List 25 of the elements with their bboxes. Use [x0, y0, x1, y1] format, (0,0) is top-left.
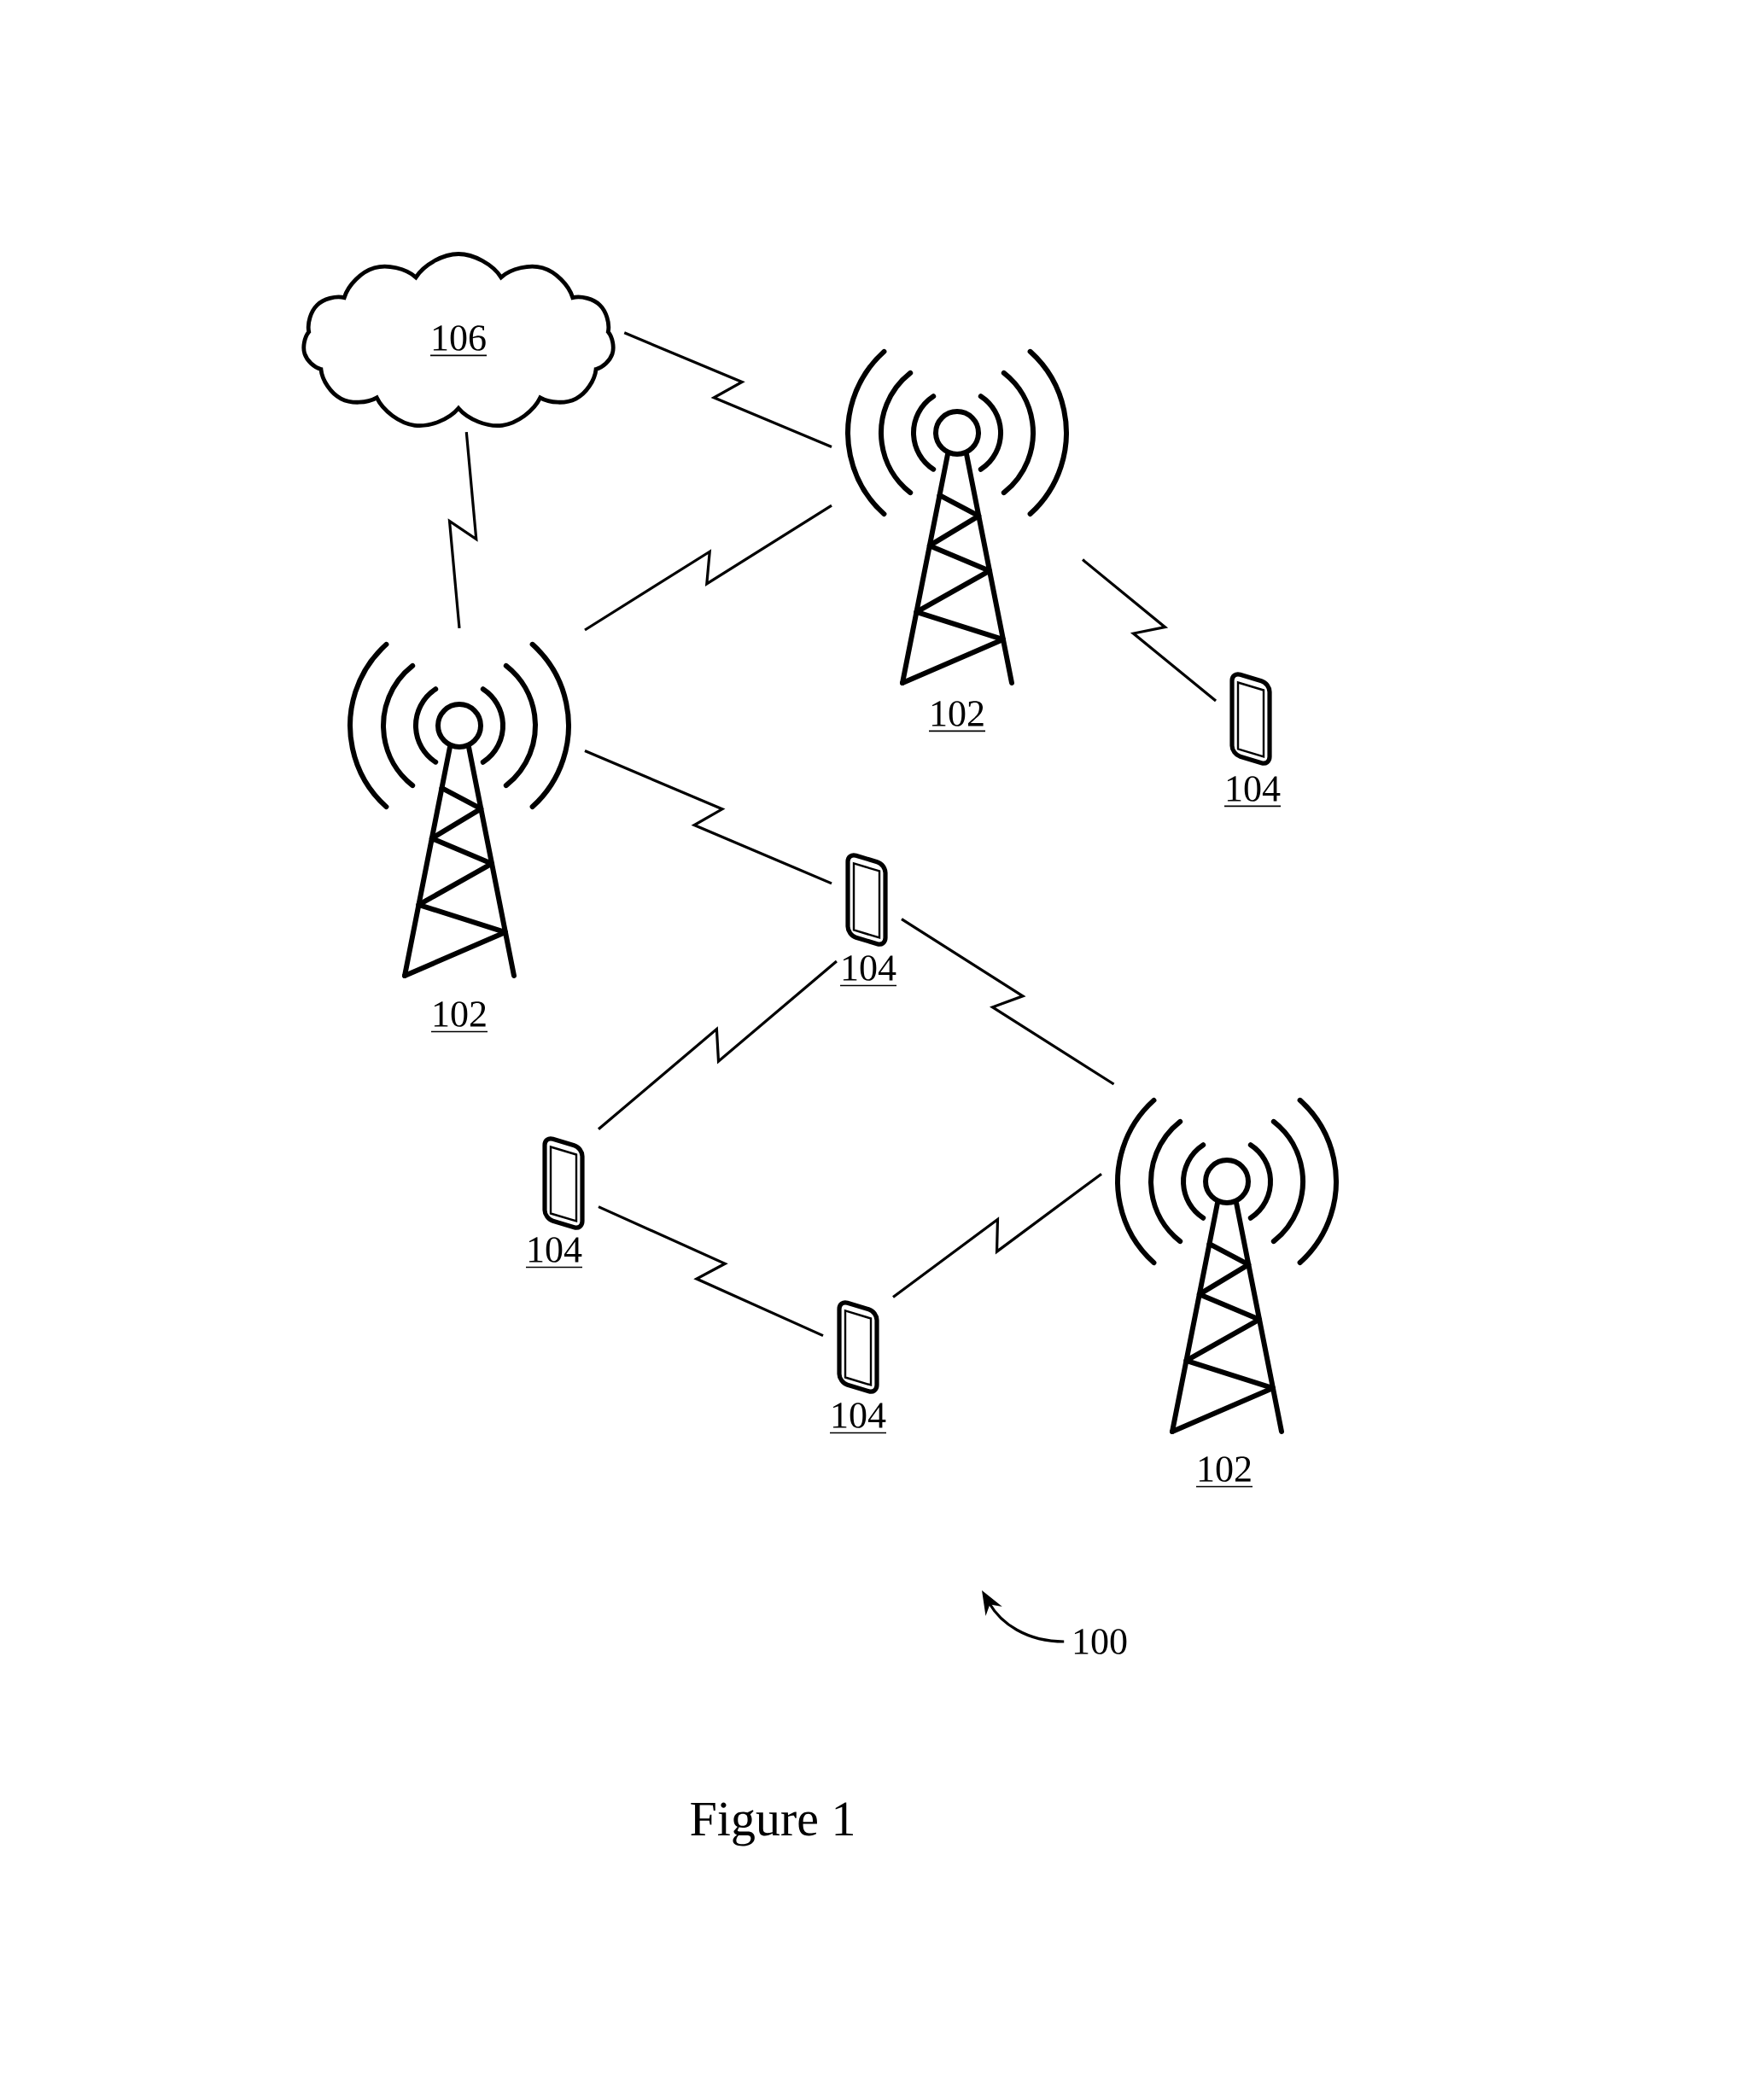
mobile-phone — [1229, 672, 1272, 766]
lightning-link — [623, 331, 832, 448]
reference-numeral: 102 — [1195, 1456, 1253, 1488]
mobile-phone — [837, 1300, 879, 1394]
antenna-tower — [347, 641, 571, 978]
reference-numeral: 104 — [839, 955, 897, 987]
reference-numeral: 104 — [829, 1403, 887, 1434]
reference-numeral: 102 — [928, 701, 986, 732]
lightning-link — [598, 1205, 824, 1338]
lightning-link — [901, 918, 1115, 1086]
lightning-link — [584, 504, 832, 632]
reference-numeral: 100 — [1074, 1629, 1127, 1654]
lightning-link — [597, 960, 838, 1131]
mobile-phone — [845, 853, 888, 947]
reference-numeral: 102 — [430, 1001, 488, 1033]
reference-numeral: 104 — [525, 1237, 583, 1269]
lightning-link — [1082, 558, 1218, 703]
figure-caption: Figure 1 — [691, 1802, 853, 1846]
antenna-tower — [1115, 1097, 1339, 1434]
lightning-link — [584, 749, 832, 885]
lightning-link — [447, 431, 478, 629]
antenna-tower — [845, 348, 1069, 685]
lightning-link — [892, 1172, 1102, 1298]
reference-numeral: 104 — [1223, 776, 1282, 808]
mobile-phone — [542, 1136, 585, 1230]
